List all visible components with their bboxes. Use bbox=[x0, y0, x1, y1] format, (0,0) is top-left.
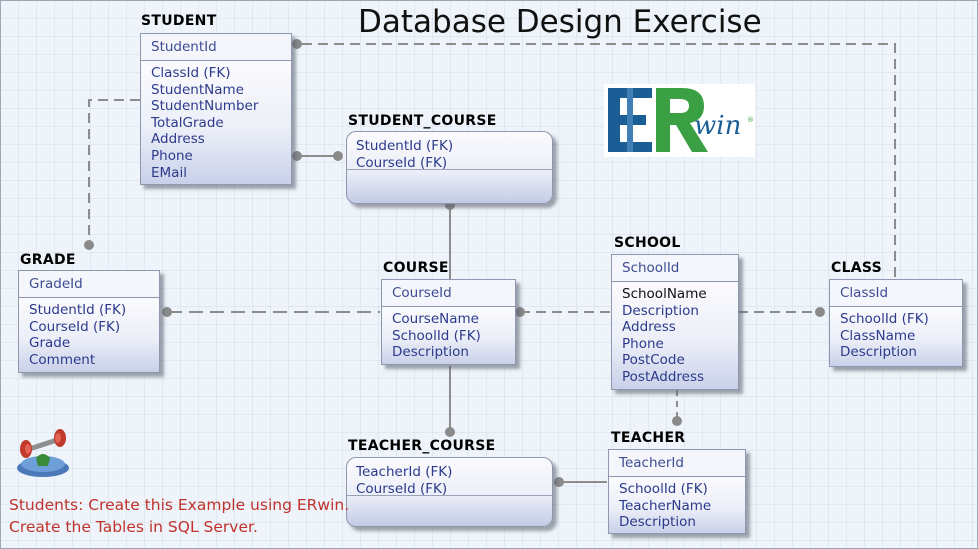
attribute: PostCode bbox=[622, 352, 685, 369]
rel-class-student bbox=[302, 43, 896, 310]
student-entity[interactable]: StudentId ClassId (FK) StudentName Stude… bbox=[140, 33, 292, 185]
course-entity[interactable]: CourseId CourseName SchoolId (FK) Descri… bbox=[381, 279, 516, 365]
teacher-course-entity[interactable]: TeacherId (FK) CourseId (FK) bbox=[346, 457, 553, 527]
registered-mark: ® bbox=[747, 116, 754, 124]
grade-pk: GradeId bbox=[19, 271, 159, 298]
attribute: TotalGrade bbox=[151, 114, 224, 131]
grade-entity-name: GRADE bbox=[20, 252, 76, 268]
rel-endpoint-dot bbox=[162, 307, 172, 317]
teacher-entity-name: TEACHER bbox=[611, 430, 686, 446]
attribute: Address bbox=[151, 131, 205, 148]
rel-endpoint-dot bbox=[554, 477, 564, 487]
school-pk: SchoolId bbox=[612, 255, 738, 282]
teacher-attributes: SchoolId (FK) TeacherName Description bbox=[609, 477, 745, 533]
rel-endpoint-dot bbox=[333, 151, 343, 161]
erwin-logo-icon: win bbox=[608, 88, 741, 152]
weights-icon bbox=[17, 429, 69, 477]
attribute: CourseId (FK) bbox=[356, 480, 448, 497]
grade-entity[interactable]: GradeId StudentId (FK) CourseId (FK) Gra… bbox=[18, 270, 160, 373]
attribute: EMail bbox=[151, 164, 187, 181]
attribute: StudentId (FK) bbox=[29, 302, 127, 318]
school-attributes: SchoolName Description Address Phone Pos… bbox=[612, 282, 738, 389]
attribute: SchoolName bbox=[622, 286, 707, 302]
student-pk: StudentId bbox=[141, 34, 291, 61]
teacher-course-entity-name: TEACHER_COURSE bbox=[348, 438, 496, 454]
student-attributes: ClassId (FK) StudentName StudentNumber T… bbox=[141, 61, 291, 184]
attribute: Phone bbox=[151, 147, 193, 164]
attribute: Description bbox=[392, 344, 469, 361]
attribute: CourseId (FK) bbox=[356, 154, 448, 171]
rel-student-grade bbox=[88, 99, 140, 244]
rel-endpoint-dot bbox=[815, 307, 825, 317]
teacher-course-attributes: TeacherId (FK) CourseId (FK) bbox=[347, 458, 552, 497]
student-entity-name: STUDENT bbox=[141, 13, 217, 29]
instruction-line: Students: Create this Example using ERwi… bbox=[9, 496, 350, 514]
page-title: Database Design Exercise bbox=[358, 4, 762, 40]
class-entity[interactable]: ClassId SchoolId (FK) ClassName Descript… bbox=[829, 279, 963, 367]
attribute: StudentId (FK) bbox=[356, 138, 454, 154]
teacher-entity[interactable]: TeacherId SchoolId (FK) TeacherName Desc… bbox=[608, 449, 746, 534]
attribute: CourseId (FK) bbox=[29, 318, 121, 335]
attribute: StudentName bbox=[151, 81, 244, 98]
attribute: SchoolId (FK) bbox=[392, 327, 481, 344]
attribute: Description bbox=[622, 302, 699, 319]
student-course-attributes: StudentId (FK) CourseId (FK) bbox=[347, 132, 552, 171]
attribute: SchoolId (FK) bbox=[619, 481, 708, 497]
attribute: Address bbox=[622, 319, 676, 336]
teacher-pk: TeacherId bbox=[609, 450, 745, 477]
rel-endpoint-dot bbox=[292, 151, 302, 161]
class-attributes: SchoolId (FK) ClassName Description bbox=[830, 307, 962, 366]
rel-endpoint-dot bbox=[84, 240, 94, 250]
course-entity-name: COURSE bbox=[383, 260, 449, 276]
rel-endpoint-dot bbox=[292, 39, 302, 49]
attribute: Comment bbox=[29, 351, 96, 368]
class-pk: ClassId bbox=[830, 280, 962, 307]
erwin-logo: win ® bbox=[604, 84, 755, 157]
course-attributes: CourseName SchoolId (FK) Description bbox=[382, 307, 515, 364]
rel-endpoint-dot bbox=[672, 416, 682, 426]
attribute: TeacherId (FK) bbox=[356, 464, 453, 480]
attribute: Phone bbox=[622, 335, 664, 352]
rel-endpoint-dot bbox=[445, 427, 455, 437]
rel-endpoint-dot bbox=[515, 307, 525, 317]
attribute: ClassName bbox=[840, 327, 916, 344]
exercise-instructions: Students: Create this Example using ERwi… bbox=[9, 494, 349, 538]
attribute: Grade bbox=[29, 335, 71, 352]
class-entity-name: CLASS bbox=[831, 260, 883, 276]
svg-text:win: win bbox=[694, 111, 741, 141]
student-course-entity[interactable]: StudentId (FK) CourseId (FK) bbox=[346, 131, 553, 204]
attribute: Description bbox=[619, 514, 696, 531]
school-entity-name: SCHOOL bbox=[614, 235, 681, 251]
school-entity[interactable]: SchoolId SchoolName Description Address … bbox=[611, 254, 739, 390]
attribute: Description bbox=[840, 344, 917, 361]
grade-attributes: StudentId (FK) CourseId (FK) Grade Comme… bbox=[19, 298, 159, 372]
attribute: ClassId (FK) bbox=[151, 65, 231, 81]
attribute: CourseName bbox=[392, 311, 479, 327]
attribute: StudentNumber bbox=[151, 98, 259, 115]
attribute: SchoolId (FK) bbox=[840, 311, 929, 327]
attribute: PostAddress bbox=[622, 368, 705, 385]
instruction-line: Create the Tables in SQL Server. bbox=[9, 518, 258, 536]
attribute: TeacherName bbox=[619, 497, 712, 514]
student-course-entity-name: STUDENT_COURSE bbox=[348, 113, 497, 129]
course-pk: CourseId bbox=[382, 280, 515, 307]
